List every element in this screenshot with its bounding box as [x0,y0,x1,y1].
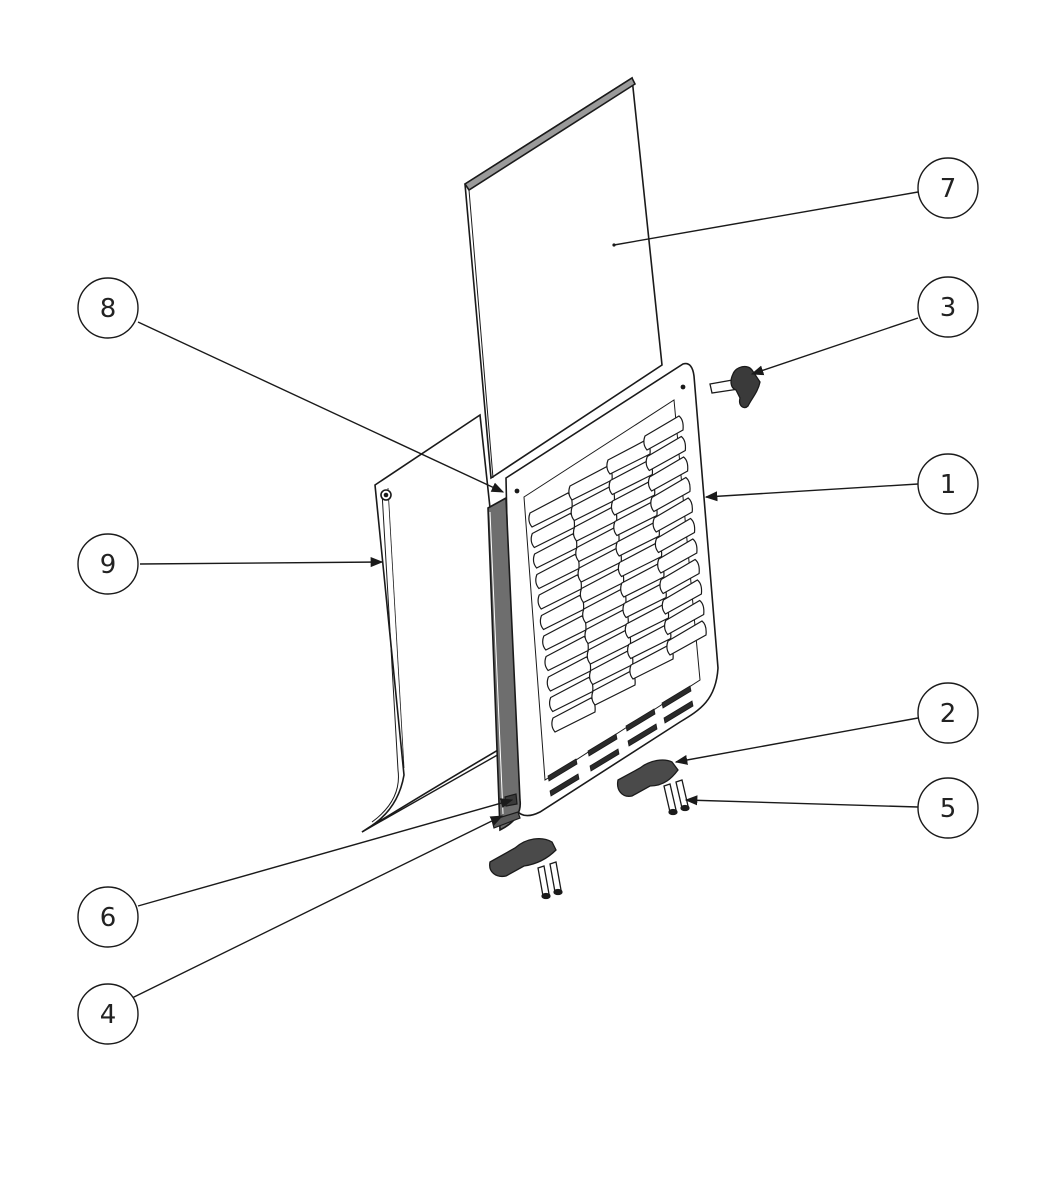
callout-4: 4 [77,983,139,1045]
vent-slot [587,733,618,757]
leader-4 [131,815,504,999]
callout-1-label: 1 [940,470,957,500]
callout-6-label: 6 [100,903,117,933]
vent-slot [627,723,658,747]
callout-7: 7 [917,157,979,219]
callout-2: 2 [917,682,979,744]
louver-slat [657,538,698,574]
callout-6: 6 [77,886,139,948]
leader-7 [613,191,919,246]
leader-8 [137,321,505,493]
callout-9: 9 [77,533,139,595]
callout-3: 3 [917,276,979,338]
lower-wing-nut [489,837,557,878]
leader-3 [750,317,919,376]
leader-1 [704,483,919,502]
vent-slot [625,708,656,732]
leader-lines [131,191,919,999]
part-1-grille [487,362,719,832]
louver-slat [650,476,691,513]
part-9-back-plate [361,413,516,833]
louver-slats [528,415,707,733]
louver-slat [647,456,689,492]
louver-slat [659,558,700,595]
callout-3-label: 3 [940,293,957,323]
lower-pins [537,861,563,900]
vent-slot [589,748,620,772]
part-3-wing-screw [709,365,761,409]
callout-5: 5 [917,777,979,839]
callout-8: 8 [77,277,139,339]
vent-slot [547,758,578,782]
louver-slat [661,579,703,615]
leader-6 [137,798,514,907]
leader-9 [139,557,384,568]
louver-slat [643,415,684,451]
vent-slot [549,773,580,797]
louver-slat [663,599,705,636]
part-5-pins-right [663,779,690,816]
callout-4-label: 4 [100,1000,117,1030]
vent-slot [661,685,692,709]
callout-1: 1 [917,453,979,515]
callout-2-label: 2 [940,699,957,729]
callout-7-label: 7 [940,174,957,204]
leader-5 [684,795,919,808]
callout-8-label: 8 [100,294,117,324]
leader-2 [674,717,919,765]
bottom-vents [547,685,694,797]
callout-9-label: 9 [100,550,117,580]
louver-slat [652,497,693,533]
louver-slat [654,517,696,554]
callout-5-label: 5 [940,794,957,824]
part-2-wing-nut-right [616,759,679,797]
louver-slat [666,620,707,656]
vent-slot [663,700,694,724]
louver-slat [645,435,687,472]
part-7-panel [463,76,663,480]
callout-balloons: 7 3 1 8 9 2 5 6 [77,157,979,1045]
